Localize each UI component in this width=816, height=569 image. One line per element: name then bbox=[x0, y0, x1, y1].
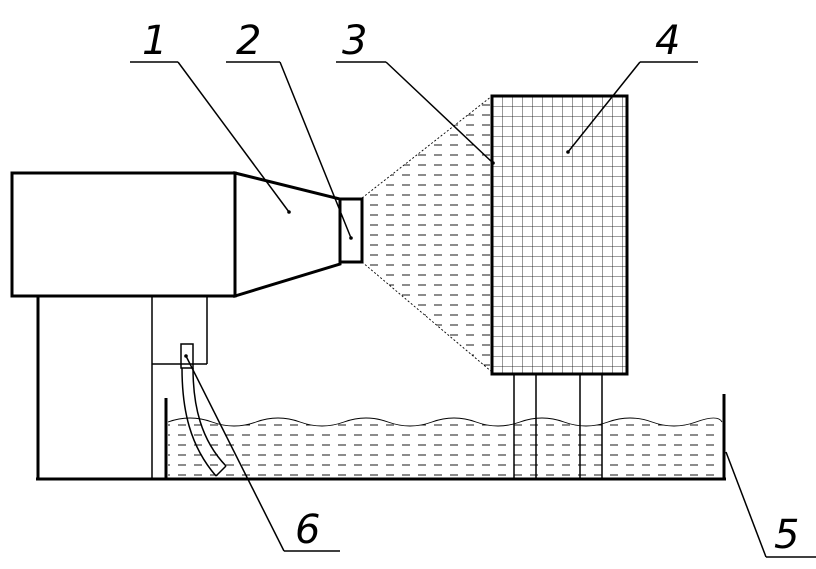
callout-3: 3 bbox=[342, 18, 367, 64]
leader-lines bbox=[130, 61, 816, 558]
callout-4: 4 bbox=[655, 18, 680, 64]
callout-2: 2 bbox=[236, 18, 261, 64]
callout-1: 1 bbox=[142, 18, 167, 64]
water-body bbox=[167, 417, 723, 476]
callout-6: 6 bbox=[295, 507, 320, 553]
grid-block bbox=[490, 94, 629, 376]
drain-pipe bbox=[180, 343, 227, 477]
device-housing bbox=[10, 171, 342, 299]
leader-dots bbox=[184, 150, 570, 358]
support-stand bbox=[36, 296, 208, 479]
water-tank bbox=[36, 394, 726, 481]
callout-5: 5 bbox=[774, 512, 799, 558]
spray-cone bbox=[361, 95, 493, 373]
nozzle bbox=[338, 197, 364, 264]
